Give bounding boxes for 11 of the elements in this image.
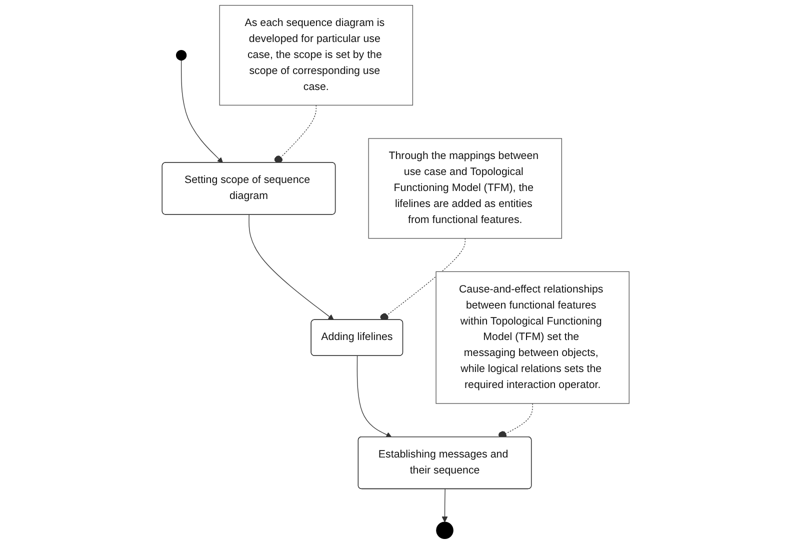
arrow — [180, 60, 223, 164]
node-box: As each sequence diagram is developed for particular use case, the scope is set by the scope of corresponding use case. — [219, 5, 413, 106]
arrow — [442, 488, 448, 522]
connector — [380, 238, 466, 322]
node-circle — [176, 50, 186, 61]
arrow — [248, 214, 334, 320]
arrow — [356, 356, 392, 438]
node-box: Cause-and-effect relationships between functional features within Topological Functioning Model (TFM) set the messaging between objects, while logical relations sets the required interaction operator. — [436, 271, 630, 404]
connector — [274, 104, 316, 164]
node-bullseye — [436, 522, 454, 539]
node-box: Through the mappings between use case and Topological Functioning Model (TFM), the lifelines are added as entities from functional features. — [368, 138, 562, 239]
